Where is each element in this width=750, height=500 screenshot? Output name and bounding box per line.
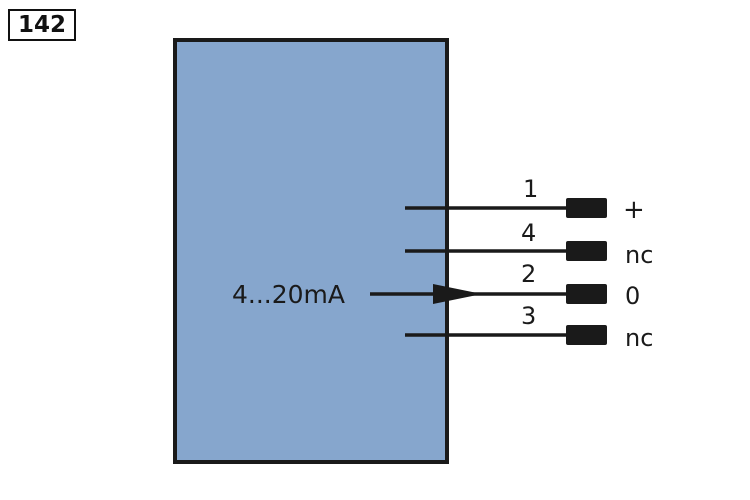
- pin-function-1: +: [623, 195, 645, 225]
- pin-number-1: 1: [523, 175, 538, 203]
- signal-arrow-icon: [433, 284, 482, 304]
- terminal-pin-2: [566, 284, 607, 304]
- pin-number-3: 3: [521, 302, 536, 330]
- pin-function-3: nc: [625, 324, 653, 352]
- pin-number-4: 4: [521, 219, 536, 247]
- figure-number-badge: 142: [8, 9, 76, 41]
- pin-function-2: 0: [625, 282, 640, 310]
- pin-number-2: 2: [521, 260, 536, 288]
- signal-label: 4...20mA: [232, 280, 345, 309]
- terminal-pin-3: [566, 325, 607, 345]
- terminal-pin-4: [566, 241, 607, 261]
- module-body: [173, 38, 449, 464]
- pin-function-4: nc: [625, 241, 653, 269]
- terminal-pin-1: [566, 198, 607, 218]
